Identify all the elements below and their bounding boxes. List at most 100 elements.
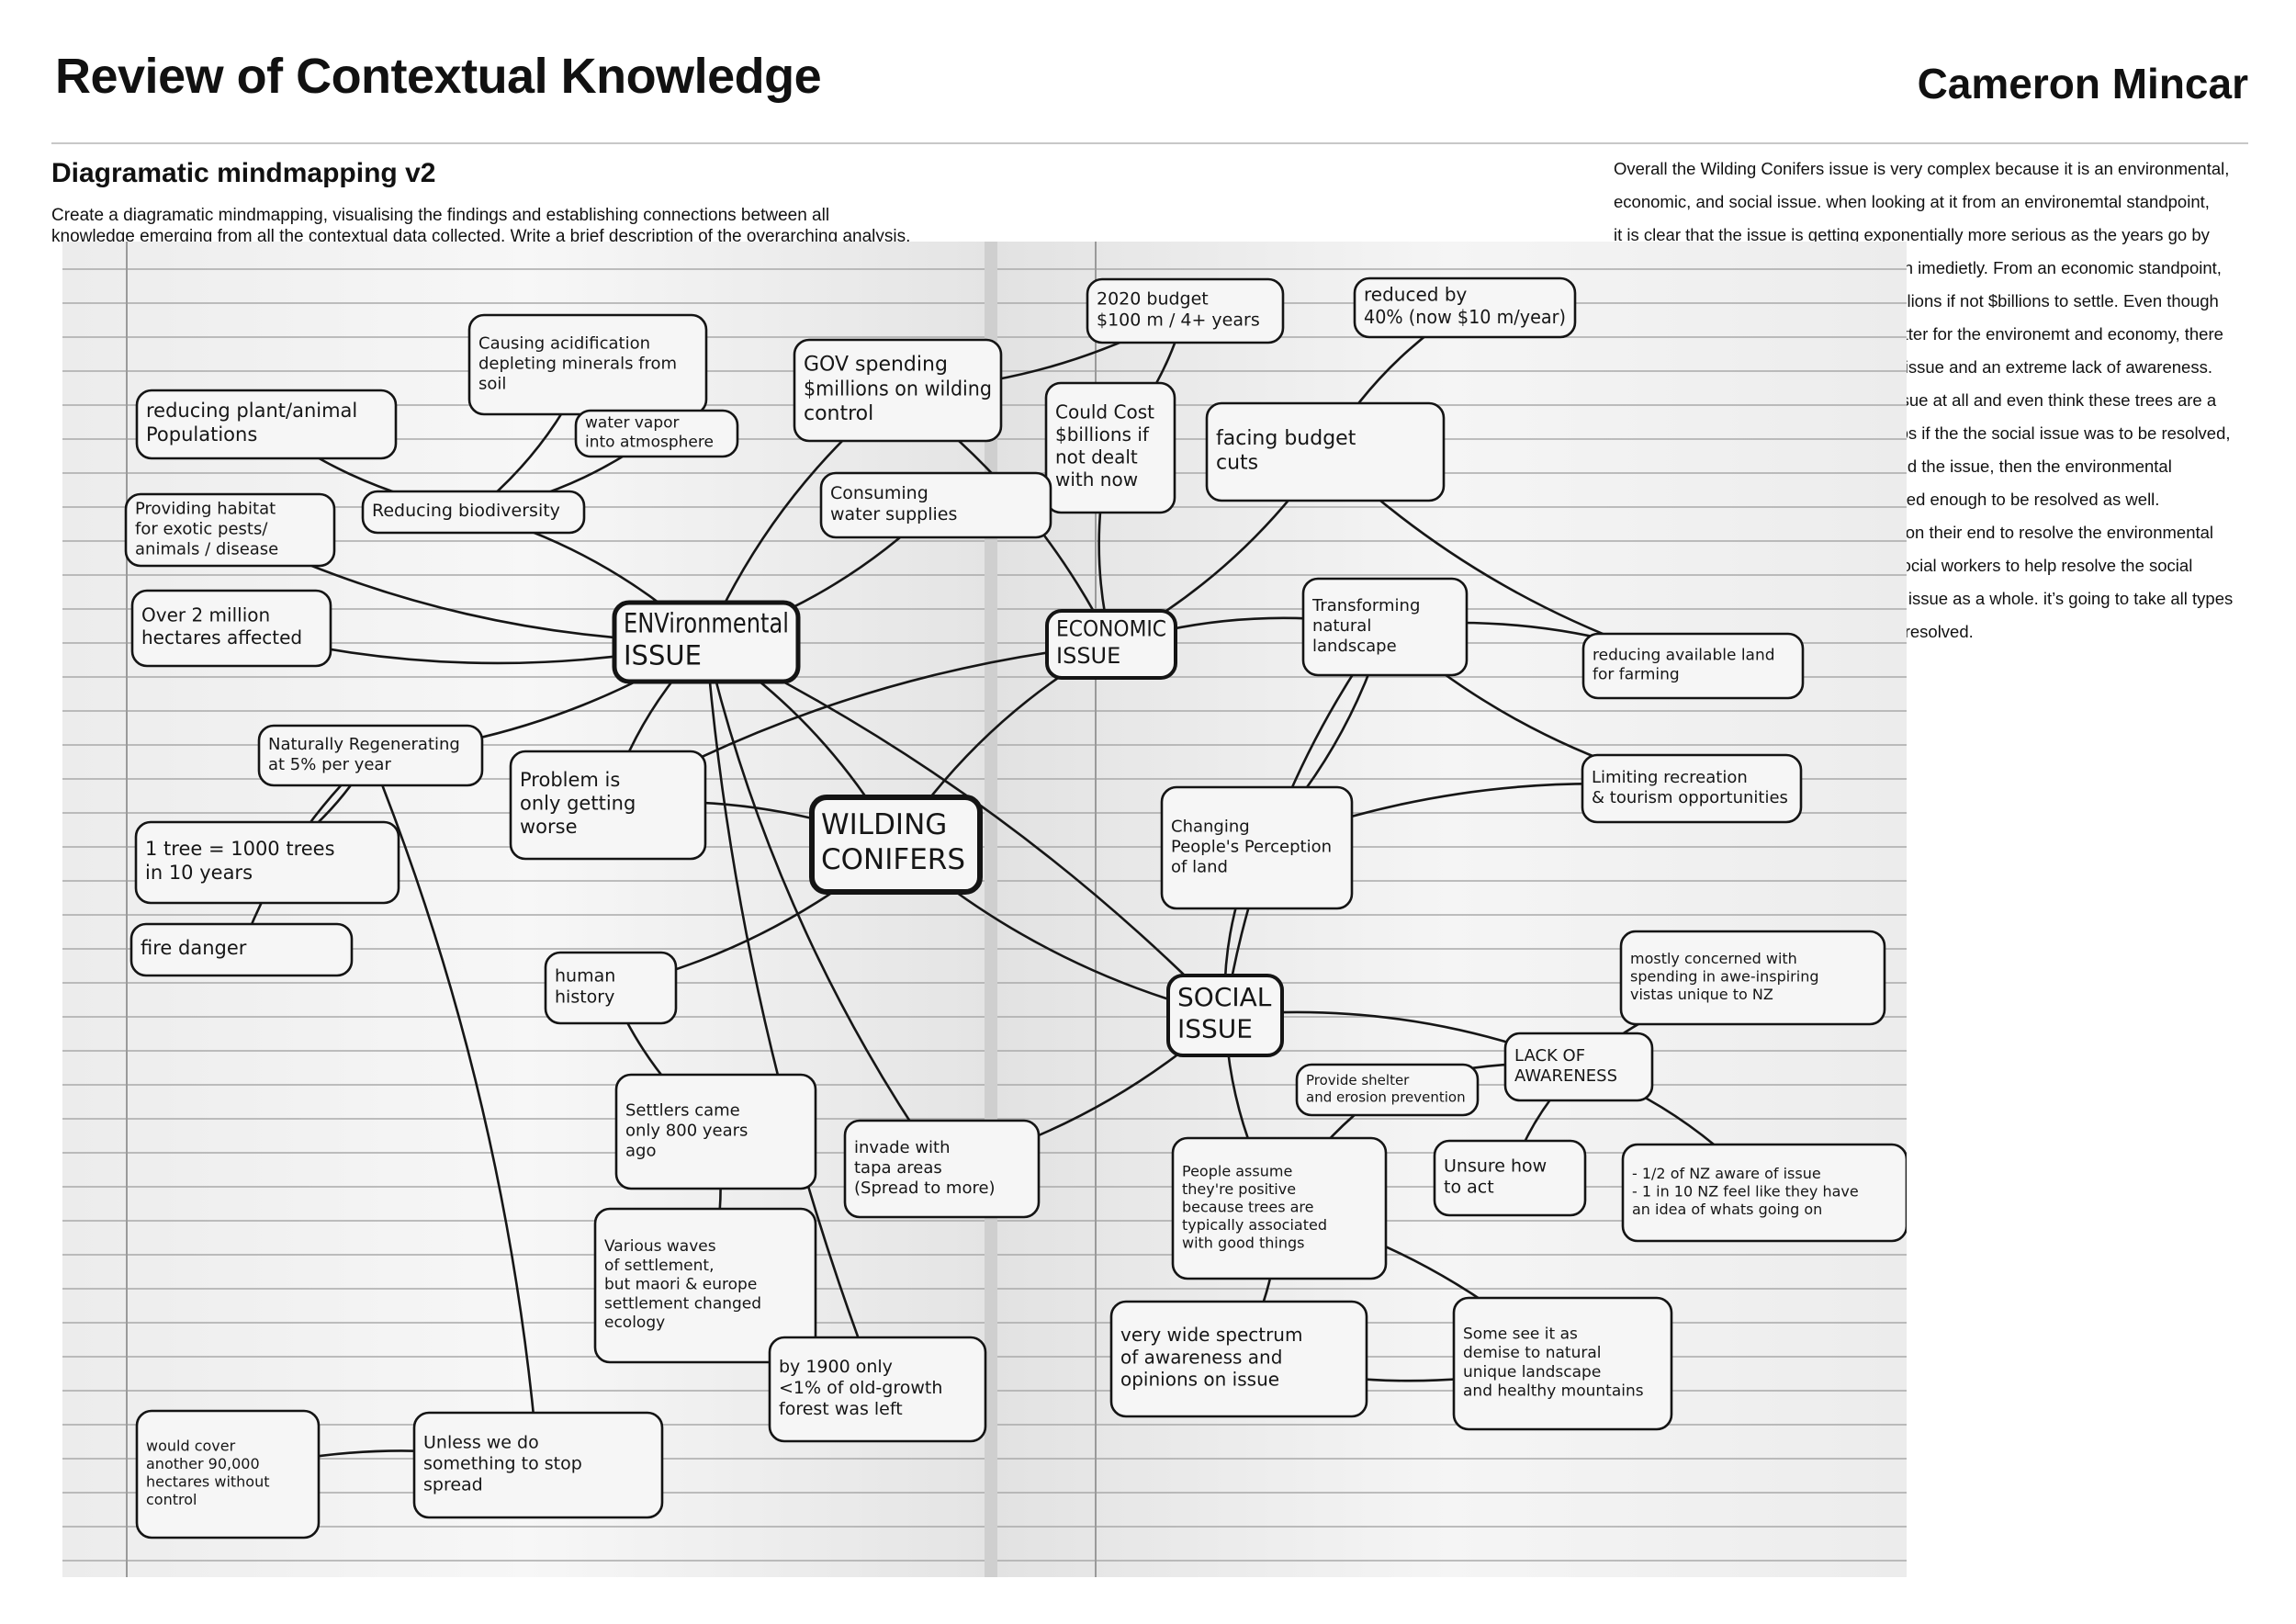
node-label: Populations [146, 423, 257, 445]
mindmap-nodes: WILDINGCONIFERSENVironmentalISSUEECONOMI… [124, 276, 1907, 1539]
summary-line: it is clear that the issue is getting ex… [1614, 225, 2210, 244]
node-box [1166, 974, 1284, 1057]
node-box [1109, 1300, 1368, 1418]
node-label: GOV spending [804, 353, 948, 376]
node-label: of land [1171, 857, 1228, 876]
node-box [1205, 401, 1446, 502]
node-box [361, 490, 586, 535]
node-label: ENVironmental [624, 607, 789, 638]
node-label: Some see it as [1463, 1325, 1578, 1343]
node-box [544, 951, 678, 1025]
connector-line [369, 754, 540, 1467]
node-label: would cover [146, 1438, 236, 1455]
section-title: Diagramatic mindmapping v2 [51, 158, 436, 188]
header-divider [51, 142, 2248, 144]
node-label: CONIFERS [821, 843, 965, 876]
summary-line: economic, and social issue. when looking… [1614, 192, 2210, 211]
node-label: for farming [1593, 665, 1680, 683]
node-label: Over 2 million [141, 604, 270, 626]
node-label: reduced by [1364, 284, 1468, 306]
node-label: an idea of whats going on [1632, 1201, 1822, 1218]
node-label: People assume [1182, 1162, 1292, 1179]
node-box [1452, 1296, 1673, 1431]
node-label: & tourism opportunities [1592, 788, 1788, 807]
node-label: - 1/2 of NZ aware of issue [1632, 1165, 1821, 1182]
node-label: reducing available land [1593, 647, 1775, 665]
node-box [135, 389, 398, 460]
node-box [134, 820, 400, 905]
node-label: hectares affected [141, 626, 302, 648]
mindmap-node-limiting: Limiting recreation& tourism opportuniti… [1581, 753, 1803, 824]
node-label: animals / disease [135, 539, 278, 558]
node-label: landscape [1312, 637, 1397, 656]
node-box [1353, 276, 1577, 339]
node-box [130, 589, 332, 668]
node-label: 2020 budget [1097, 288, 1209, 309]
summary-line: Overall the Wilding Conifers issue is ve… [1614, 159, 2230, 178]
node-box [819, 471, 1052, 539]
node-box [1503, 1032, 1654, 1102]
node-box [1171, 1136, 1388, 1280]
node-label: human [555, 965, 615, 986]
instructions-line: knowledge emerging from all the contextu… [51, 227, 911, 246]
node-label: ISSUE [1056, 643, 1120, 669]
node-label: facing budget [1216, 427, 1356, 450]
node-label: AWARENESS [1514, 1066, 1617, 1086]
node-label: $billions if [1055, 423, 1150, 445]
author-name: Cameron Mincar [1917, 60, 2248, 107]
node-label: SOCIAL [1177, 982, 1272, 1012]
node-box [614, 1073, 817, 1190]
node-label: water vapor [585, 414, 680, 433]
node-label: 40% (now $10 m/year) [1364, 306, 1566, 328]
node-label: ecology [604, 1314, 665, 1332]
node-label: Transforming [1311, 596, 1420, 615]
node-label: of settlement, [604, 1257, 714, 1275]
node-label: to act [1444, 1178, 1494, 1198]
node-label: soil [478, 374, 506, 393]
node-label: WILDING [821, 808, 947, 841]
node-label: opinions on issue [1120, 1369, 1279, 1391]
node-label: natural [1312, 616, 1371, 636]
node-box [843, 1119, 1041, 1219]
node-label: typically associated [1182, 1216, 1327, 1234]
node-label: Unsure how [1444, 1156, 1547, 1176]
node-label: $millions on wilding [804, 378, 992, 400]
notebook-spine [985, 242, 997, 1577]
node-label: they're positive [1182, 1180, 1296, 1198]
node-label: ago [625, 1141, 656, 1160]
node-box [129, 922, 354, 977]
node-label: invade with [854, 1138, 951, 1157]
node-box [1301, 577, 1469, 677]
node-label: control [804, 402, 873, 425]
node-label: spread [423, 1475, 483, 1495]
node-label: Problem is [520, 769, 620, 791]
node-box [768, 1336, 987, 1443]
node-label: in 10 years [145, 862, 253, 884]
node-label: of awareness and [1120, 1346, 1282, 1368]
node-label: LACK OF [1514, 1046, 1585, 1066]
node-label: hectares without [146, 1473, 270, 1491]
node-label: settlement changed [604, 1294, 761, 1313]
node-box [809, 795, 983, 895]
node-label: Could Cost [1055, 401, 1154, 423]
